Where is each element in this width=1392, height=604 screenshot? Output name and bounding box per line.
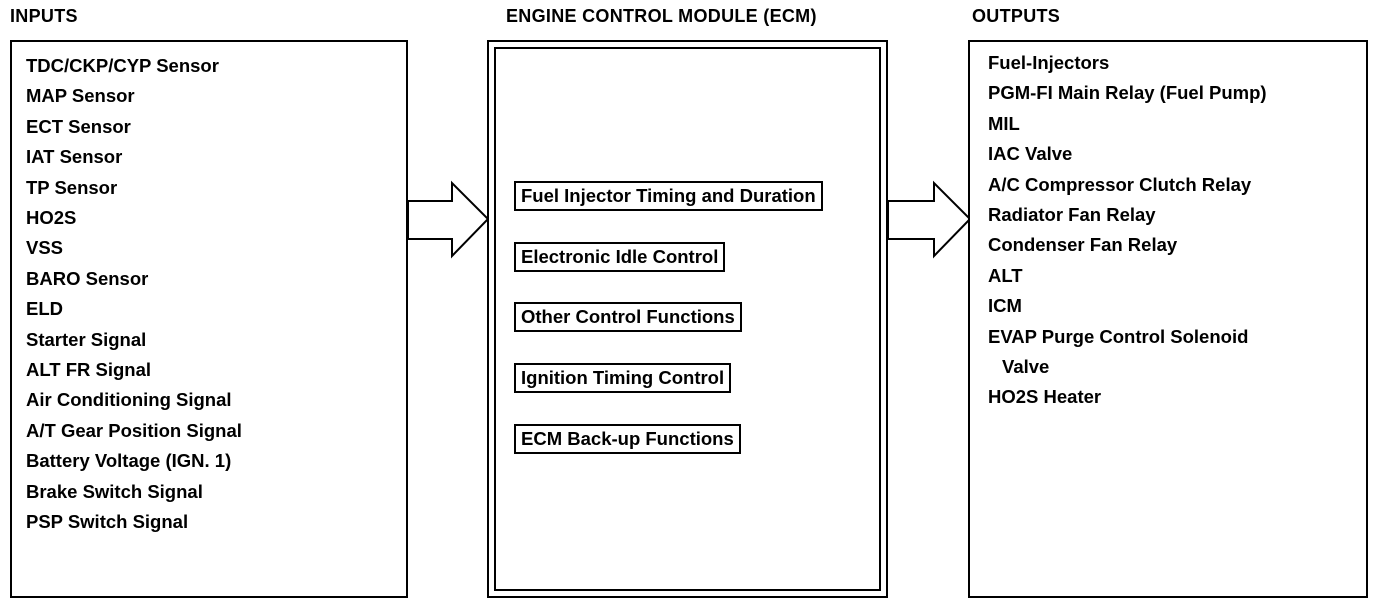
ecm-function-ignition-timing: Ignition Timing Control [514, 363, 732, 393]
ecm-function-fuel-injector: Fuel Injector Timing and Duration [514, 181, 823, 211]
inputs-box: TDC/CKP/CYP Sensor MAP Sensor ECT Sensor… [10, 40, 408, 598]
input-item: ECT Sensor [26, 115, 131, 137]
output-item: ALT [988, 264, 1023, 286]
outputs-list: Fuel-Injectors PGM-FI Main Relay (Fuel P… [988, 48, 1267, 413]
output-item: A/C Compressor Clutch Relay [988, 173, 1252, 195]
input-item: PSP Switch Signal [26, 511, 189, 533]
inputs-heading: INPUTS [10, 6, 78, 26]
input-arrow-icon [407, 180, 490, 259]
output-item: MIL [988, 112, 1020, 134]
input-item: Air Conditioning Signal [26, 389, 232, 411]
input-item: TDC/CKP/CYP Sensor [26, 55, 219, 76]
output-item: PGM-FI Main Relay (Fuel Pump) [988, 82, 1267, 104]
input-item: IAT Sensor [26, 146, 123, 168]
input-item: MAP Sensor [26, 85, 135, 107]
output-item: Radiator Fan Relay [988, 204, 1156, 226]
input-item: BARO Sensor [26, 267, 149, 289]
ecm-box: Fuel Injector Timing and Duration Electr… [487, 40, 888, 598]
output-item: IAC Valve [988, 143, 1073, 165]
ecm-heading: ENGINE CONTROL MODULE (ECM) [506, 6, 817, 26]
outputs-heading: OUTPUTS [972, 6, 1061, 26]
input-item: A/T Gear Position Signal [26, 419, 242, 441]
output-item-continuation: Valve [1002, 356, 1050, 378]
ecm-inner-frame: Fuel Injector Timing and Duration Electr… [494, 47, 881, 591]
output-item: EVAP Purge Control Solenoid [988, 325, 1249, 347]
ecm-function-idle-control: Electronic Idle Control [514, 242, 726, 272]
input-item: Starter Signal [26, 328, 147, 350]
input-item: ALT FR Signal [26, 359, 152, 381]
input-item: ELD [26, 298, 63, 320]
input-item: Battery Voltage (IGN. 1) [26, 450, 232, 472]
input-item: VSS [26, 237, 64, 259]
output-item: Condenser Fan Relay [988, 234, 1178, 256]
output-item: HO2S Heater [988, 386, 1102, 408]
output-item: ICM [988, 295, 1022, 317]
ecm-function-backup: ECM Back-up Functions [514, 424, 741, 454]
input-item: Brake Switch Signal [26, 480, 203, 502]
inputs-list: TDC/CKP/CYP Sensor MAP Sensor ECT Sensor… [26, 51, 242, 538]
output-item: Fuel-Injectors [988, 52, 1110, 73]
outputs-box: Fuel-Injectors PGM-FI Main Relay (Fuel P… [968, 40, 1368, 598]
input-item: HO2S [26, 207, 77, 229]
ecm-function-other: Other Control Functions [514, 302, 742, 332]
input-item: TP Sensor [26, 176, 118, 198]
output-arrow-icon [887, 180, 972, 259]
